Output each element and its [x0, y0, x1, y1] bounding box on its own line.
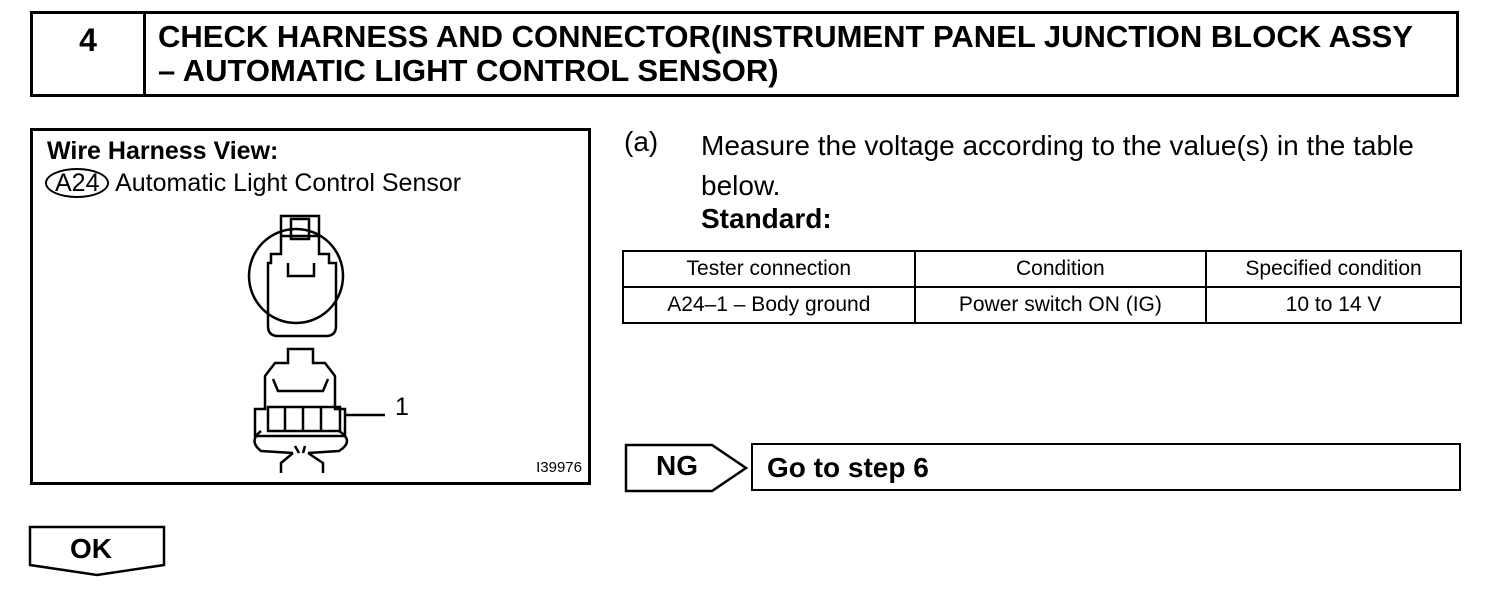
- ng-arrow-shape: [624, 443, 749, 493]
- ng-action-box[interactable]: Go to step 6: [751, 443, 1461, 491]
- ok-arrow-shape[interactable]: [28, 525, 168, 579]
- connector-code-badge: A24: [45, 168, 110, 198]
- terminal-dividers: [283, 407, 323, 431]
- ng-label: NG: [656, 450, 698, 481]
- instruction-tag: (a): [624, 126, 659, 157]
- wire-loop: [253, 429, 349, 455]
- figure-id: I39976: [536, 459, 582, 476]
- harness-connector-inner: [271, 378, 330, 393]
- table-cell: 10 to 14 V: [1205, 286, 1462, 324]
- spec-table: Tester connection Condition Specified co…: [622, 250, 1462, 324]
- table-header-cell: Condition: [913, 250, 1208, 288]
- harness-connector-body: [253, 347, 347, 438]
- ok-label: OK: [70, 533, 112, 564]
- table-cell: A24–1 – Body ground: [622, 286, 916, 324]
- sensor-connector-latch: [289, 217, 311, 241]
- wire-harness-figure: Wire Harness View: A24 Automatic Light C…: [30, 128, 591, 485]
- table-header-row: Tester connection Condition Specified co…: [622, 250, 1462, 288]
- figure-subtitle: A24 Automatic Light Control Sensor: [45, 168, 461, 198]
- step-number: 4: [33, 14, 146, 94]
- connector-drawing: [247, 214, 385, 473]
- figure-title: Wire Harness View:: [47, 137, 279, 165]
- step-title: CHECK HARNESS AND CONNECTOR(INSTRUMENT P…: [158, 19, 1413, 88]
- connector-name: Automatic Light Control Sensor: [115, 169, 462, 197]
- standard-label: Standard:: [701, 203, 832, 234]
- instruction-text: Measure the voltage according to the val…: [701, 130, 1414, 201]
- pin-number-label: 1: [395, 393, 409, 421]
- step-header: 4 CHECK HARNESS AND CONNECTOR(INSTRUMENT…: [30, 11, 1459, 97]
- table-cell: Power switch ON (IG): [913, 286, 1208, 324]
- sensor-connector-slot: [286, 263, 316, 278]
- table-header-cell: Tester connection: [622, 250, 916, 288]
- table-row: A24–1 – Body ground Power switch ON (IG)…: [622, 286, 1462, 324]
- ng-action-text: Go to step 6: [767, 452, 929, 483]
- wire-ends: [279, 445, 325, 473]
- table-header-cell: Specified condition: [1205, 250, 1462, 288]
- sensor-housing-outline: [247, 227, 345, 325]
- sensor-connector-body: [266, 214, 338, 338]
